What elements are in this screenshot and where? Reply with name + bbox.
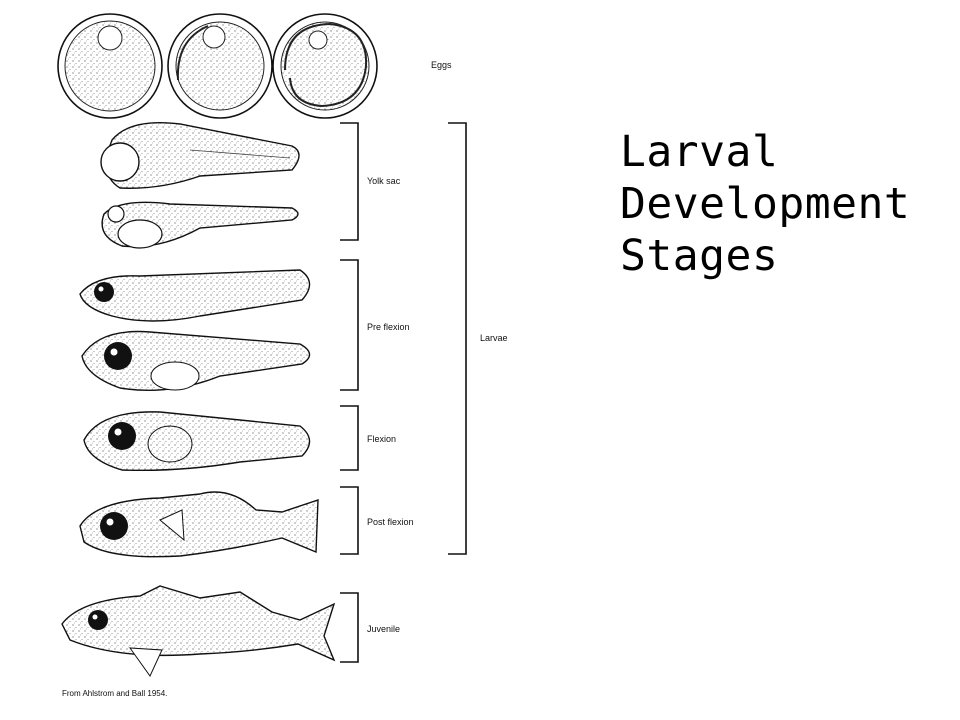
slide-title: Larval Development Stages bbox=[620, 126, 910, 282]
yolk-sac-larva-1 bbox=[100, 122, 300, 189]
bracket-post-flexion bbox=[340, 486, 359, 555]
label-juvenile: Juvenile bbox=[367, 624, 400, 634]
label-larvae: Larvae bbox=[480, 333, 508, 343]
source-credit: From Ahlstrom and Ball 1954. bbox=[62, 689, 168, 698]
label-flexion: Flexion bbox=[367, 434, 396, 444]
label-yolk-sac: Yolk sac bbox=[367, 176, 401, 186]
label-post-flexion: Post flexion bbox=[367, 517, 414, 527]
title-line-1: Larval bbox=[620, 127, 779, 177]
yolk-sac-larva-2 bbox=[101, 201, 299, 249]
flexion-larva bbox=[83, 411, 311, 472]
juvenile-fish bbox=[61, 585, 336, 677]
pre-flexion-larva-2 bbox=[81, 330, 311, 391]
egg-2 bbox=[167, 13, 273, 119]
bracket-juvenile bbox=[340, 592, 359, 663]
egg-3 bbox=[272, 13, 378, 119]
title-line-2: Development bbox=[620, 179, 911, 229]
bracket-larvae bbox=[448, 122, 467, 555]
label-eggs: Eggs bbox=[431, 60, 452, 70]
post-flexion-larva bbox=[79, 491, 319, 558]
bracket-pre-flexion bbox=[340, 259, 359, 391]
bracket-flexion bbox=[340, 405, 359, 471]
title-line-3: Stages bbox=[620, 231, 779, 281]
label-pre-flexion: Pre flexion bbox=[367, 322, 410, 332]
pre-flexion-larva-1 bbox=[79, 269, 311, 322]
bracket-yolk-sac bbox=[340, 122, 359, 241]
egg-1 bbox=[57, 13, 163, 119]
